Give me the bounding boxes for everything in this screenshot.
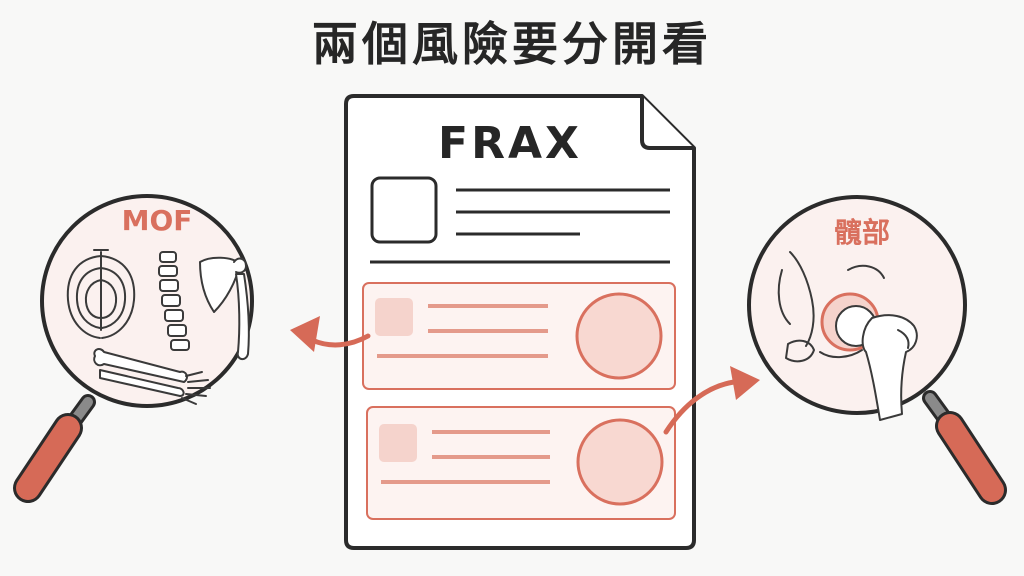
document-fold <box>640 96 694 150</box>
document-heading: FRAX <box>438 118 582 169</box>
right-magnifier: 髖部 <box>747 195 1007 505</box>
skeleton-bones-icon <box>66 249 250 405</box>
result-card-mof <box>362 282 676 390</box>
left-lens-label: MOF <box>122 204 193 237</box>
left-magnifier-handle <box>13 394 96 503</box>
risk-score-circle <box>575 292 663 380</box>
hip-joint-icon <box>777 251 918 421</box>
arrow-to-hip <box>663 366 760 435</box>
rib-cage <box>66 249 136 339</box>
forearm-hand <box>93 348 211 405</box>
frax-document: FRAX <box>344 94 696 550</box>
left-magnifier: MOF <box>13 194 254 503</box>
right-lens-label: 髖部 <box>834 216 890 249</box>
arrow-to-mof <box>290 316 371 352</box>
profile-placeholder <box>370 176 438 244</box>
page-title: 兩個風險要分開看 <box>312 17 712 71</box>
right-magnifier-handle <box>922 390 1007 505</box>
risk-score-circle <box>576 418 664 506</box>
result-card-hip <box>366 406 676 520</box>
spine <box>158 251 190 351</box>
shoulder-bone <box>199 256 250 360</box>
